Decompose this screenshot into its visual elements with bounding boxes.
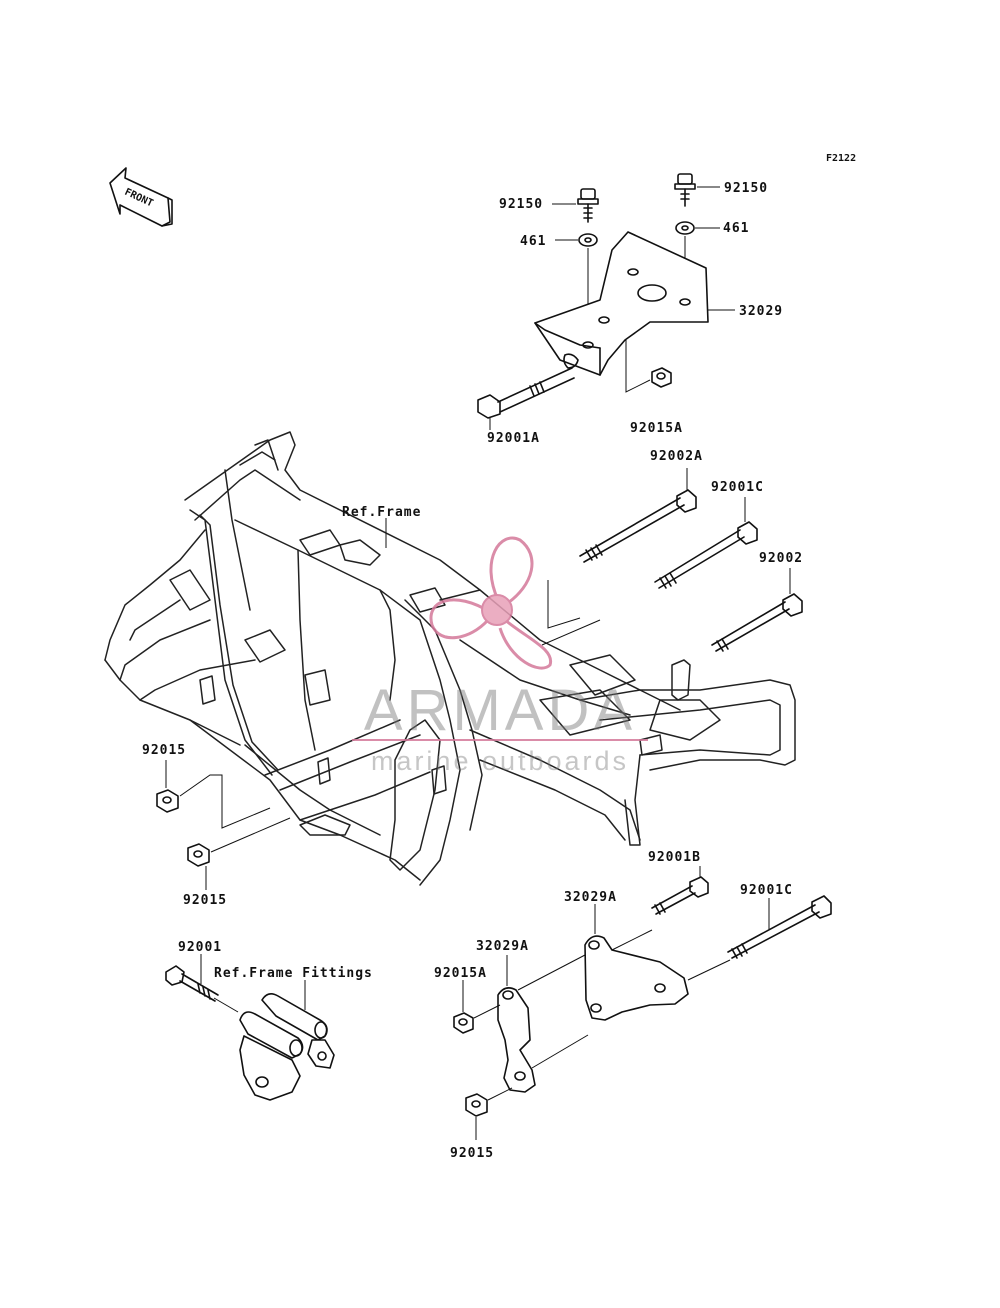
front-arrow-icon: FRONT xyxy=(109,167,173,227)
label-461-left: 461 xyxy=(520,234,546,249)
bolt-92001C-top[interactable] xyxy=(654,521,758,589)
label-92001B: 92001B xyxy=(648,850,701,865)
label-32029A-left: 32029A xyxy=(476,939,529,954)
watermark-tagline: marine outboards xyxy=(371,746,629,776)
nut-92015A-bottom[interactable] xyxy=(453,1012,474,1034)
label-92002A: 92002A xyxy=(650,449,703,464)
bolt-92001B[interactable] xyxy=(651,876,709,915)
label-92001C-top: 92001C xyxy=(711,480,764,495)
atv-frame xyxy=(104,431,796,886)
propeller-icon xyxy=(429,536,553,670)
label-92015A-bottom: 92015A xyxy=(434,966,487,981)
label-92015A-top: 92015A xyxy=(630,421,683,436)
nut-92015-left[interactable] xyxy=(156,789,179,813)
label-92150-left: 92150 xyxy=(499,197,543,212)
bolt-92001C-bottom[interactable] xyxy=(727,895,832,959)
label-92015-mid: 92015 xyxy=(183,893,227,908)
nut-92015A-top[interactable] xyxy=(651,367,672,388)
diagram-code: F2122 xyxy=(826,153,856,164)
label-32029A-right: 32029A xyxy=(564,890,617,905)
label-ref-frame-fittings: Ref.Frame Fittings xyxy=(214,966,373,981)
label-92001: 92001 xyxy=(178,940,222,955)
label-ref-frame: Ref.Frame xyxy=(342,505,421,520)
watermark-logo: ARMADA marine outboards xyxy=(352,536,648,776)
bolt-92001[interactable] xyxy=(165,965,219,1002)
label-92002: 92002 xyxy=(759,551,803,566)
label-32029: 32029 xyxy=(739,304,783,319)
label-92015-bottom: 92015 xyxy=(450,1146,494,1161)
label-461-right: 461 xyxy=(723,221,749,236)
bolt-92002A[interactable] xyxy=(579,489,697,563)
label-92001A: 92001A xyxy=(487,431,540,446)
bracket-32029[interactable] xyxy=(534,231,709,376)
bolt-92150-left[interactable] xyxy=(577,188,599,223)
nut-92015-mid[interactable] xyxy=(187,843,210,867)
watermark-brand: ARMADA xyxy=(364,678,636,743)
bracket-32029A-left[interactable] xyxy=(497,987,536,1093)
washer-461-right[interactable] xyxy=(675,221,695,235)
label-92150-right: 92150 xyxy=(724,181,768,196)
label-92001C-bottom: 92001C xyxy=(740,883,793,898)
washer-461-left[interactable] xyxy=(578,233,598,247)
frame-fitting xyxy=(239,992,335,1101)
bolt-92001A[interactable] xyxy=(477,367,575,419)
bolt-92150-right[interactable] xyxy=(674,173,696,207)
nut-92015-bottom[interactable] xyxy=(465,1093,488,1117)
bracket-32029A-right[interactable] xyxy=(584,935,689,1021)
label-92015-left: 92015 xyxy=(142,743,186,758)
bolt-92002[interactable] xyxy=(711,593,803,652)
